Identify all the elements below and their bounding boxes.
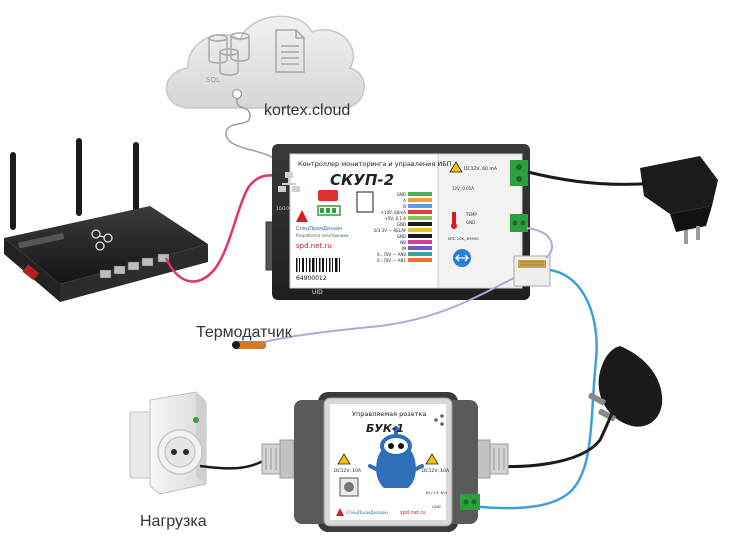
cloud-connector-icon (231, 88, 243, 100)
router-power-button (22, 264, 39, 281)
robot-mascot-icon (368, 426, 424, 488)
rj45-plug (513, 255, 551, 287)
controller-barcode-number: 64900012 (296, 275, 327, 282)
controller-model: СКУП-2 (330, 171, 394, 189)
sensor-cable-top (526, 227, 554, 259)
router-antenna-left (10, 152, 16, 230)
controller-terminal-labels: GND A B +10V, 60mA +5V, 0.1 A GND 0/3.3V… (374, 192, 407, 263)
cable-gland-left (261, 439, 295, 479)
terminal-label: IN (402, 246, 406, 251)
controller-title-line: Контроллер мониторинга и управления ИБП (298, 160, 452, 168)
document-icon (275, 29, 305, 73)
controller-right-terminal-0: TEMP (465, 212, 477, 217)
socket-buk1 (261, 392, 509, 532)
socket-term-label-0: IN (+3..6V) (426, 490, 448, 495)
relay-icon (318, 190, 338, 201)
socket-term-label-1: GND (432, 504, 441, 509)
router-antenna-center (76, 138, 82, 216)
socket-model: БУК-1 (366, 422, 404, 435)
controller-power-spec: 12V, 0.05A (452, 186, 474, 191)
meter-icon (356, 191, 374, 213)
terminal-label: GND (397, 222, 406, 227)
socket-brand: СпецПромДизайн (346, 509, 388, 516)
socket-rating-left: DC12V, 10A (334, 468, 362, 474)
terminal-label: 0...70V — AN1 (377, 258, 406, 263)
terminal-label: A (403, 198, 406, 203)
load-cable (199, 456, 269, 470)
sensor-terminal (510, 214, 528, 232)
sensor-cable (263, 277, 515, 343)
warning-icon (449, 161, 463, 173)
terminal-label: NB (400, 240, 406, 245)
socket-website: spd.net.ru (400, 510, 426, 516)
network-icon (278, 172, 300, 192)
din-socket (129, 391, 207, 495)
ethernet-cable (164, 174, 277, 283)
terminal-label: GND (397, 192, 406, 197)
terminal-label: B (403, 204, 406, 209)
share-icon (434, 414, 444, 426)
cable-gland-right (475, 439, 509, 479)
router-antenna-right (133, 142, 139, 216)
cloud-label: kortex.cloud (264, 102, 351, 119)
terminal-label: GND (397, 234, 406, 239)
router (4, 138, 208, 302)
barcode (296, 258, 340, 272)
database-icon (208, 32, 250, 76)
terminal-color-bars (408, 192, 432, 262)
controller-ntc: NTC 10K, B3950 (448, 236, 479, 241)
controller-brand-sub: Разработка электроники (296, 233, 349, 238)
control-cable (469, 268, 598, 510)
warning-icon-left (337, 453, 351, 465)
controller-website: spd.net.ru (296, 242, 332, 250)
warning-icon-right (425, 453, 439, 465)
sql-caption: SQL (206, 76, 220, 84)
spd-logo-icon (296, 210, 308, 222)
temperature-probe (234, 341, 266, 349)
controller-port-label: 10/100 (276, 206, 292, 212)
router-logo-icon (91, 229, 113, 251)
controller-right-terminal-1: GND (466, 220, 475, 225)
spd-logo-icon-small (336, 508, 344, 516)
router-lan-ports (99, 253, 170, 279)
socket-rating-right: DC12V, 10A (422, 468, 450, 474)
control-terminal (460, 494, 480, 510)
sensor-label: Термодатчик (196, 324, 292, 341)
mains-plug (489, 346, 663, 469)
cloud-link-cable (225, 98, 277, 161)
load-label: Нагрузка (140, 513, 207, 530)
terminal-label: 0/3.3V — RELAY (374, 228, 407, 233)
controller-warning: DC12V, 60 mA (464, 166, 498, 172)
thermometer-icon (452, 212, 456, 224)
power-adapter (527, 156, 718, 244)
battery-icon (317, 205, 341, 216)
adapter-cable (527, 170, 657, 186)
controller-uid-label: UID (312, 289, 323, 296)
terminal-label: 0...70V — AN0 (377, 252, 406, 257)
terminal-label: +10V, 60mA (381, 210, 407, 215)
cloud: SQL (165, 15, 365, 109)
terminal-label: +5V, 0.1 A (384, 216, 406, 221)
socket-title-line: Управляемая розетка (352, 410, 426, 418)
power-terminal (510, 160, 528, 186)
controller-skup2 (265, 144, 530, 300)
controller-brand: СпецПромДизайн (296, 225, 342, 232)
